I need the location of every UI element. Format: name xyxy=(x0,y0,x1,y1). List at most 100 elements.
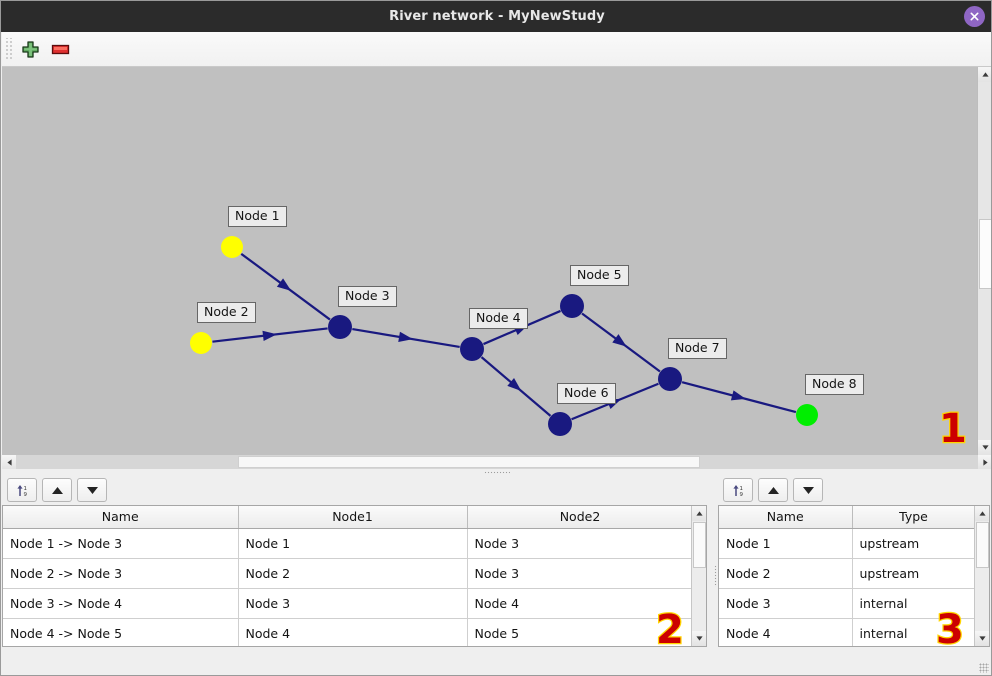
table-cell[interactable]: Node 2 -> Node 3 xyxy=(3,558,239,589)
column-header[interactable]: Node1 xyxy=(238,506,468,529)
svg-text:9: 9 xyxy=(23,492,27,498)
scroll-left-icon[interactable] xyxy=(2,455,16,469)
nodes-move-down-button[interactable] xyxy=(793,478,823,502)
vertical-splitter[interactable] xyxy=(713,475,718,675)
table-cell[interactable]: Node 1 xyxy=(238,528,468,559)
horizontal-splitter[interactable] xyxy=(2,469,991,475)
graph-node[interactable] xyxy=(460,337,484,361)
graph-node[interactable] xyxy=(560,294,584,318)
table-cell[interactable]: Node 3 xyxy=(238,588,468,619)
scroll-up-icon[interactable] xyxy=(975,506,989,521)
nodes-scroll-thumb[interactable] xyxy=(976,522,989,568)
caret-down-glyph xyxy=(979,636,986,641)
graph-node-label[interactable]: Node 1 xyxy=(228,206,287,227)
toolbar-drag-handle[interactable] xyxy=(4,38,13,60)
graph-node-label[interactable]: Node 5 xyxy=(570,265,629,286)
svg-text:1: 1 xyxy=(23,486,27,492)
graph-node[interactable] xyxy=(221,236,243,258)
canvas-horizontal-scroll-thumb[interactable] xyxy=(238,456,700,468)
nodes-move-up-button[interactable] xyxy=(758,478,788,502)
network-canvas-panel: Node 1 Node 2 Node 3 Node 4 Node 5 Node 6 Node… xyxy=(2,67,991,455)
main-toolbar xyxy=(2,32,991,67)
nodes-sort-button[interactable]: 1 9 xyxy=(723,478,753,502)
graph-node-label[interactable]: Node 6 xyxy=(557,383,616,404)
table-cell[interactable]: Node 5 xyxy=(467,618,694,646)
reaches-move-up-button[interactable] xyxy=(42,478,72,502)
column-header[interactable]: Node2 xyxy=(467,506,694,529)
table-cell[interactable]: Node 4 xyxy=(238,618,468,646)
edge-direction-arrow-icon xyxy=(276,278,292,291)
table-cell[interactable]: Node 4 xyxy=(719,618,853,646)
edge-direction-arrow-icon xyxy=(612,334,627,347)
window-title: River network - MyNewStudy xyxy=(389,9,605,24)
table-cell[interactable]: upstream xyxy=(852,558,976,589)
network-graph xyxy=(190,236,818,436)
arrow-up-icon xyxy=(51,486,63,494)
table-cell[interactable]: Node 3 -> Node 4 xyxy=(3,588,239,619)
table-cell[interactable]: internal xyxy=(852,618,976,646)
scroll-down-icon[interactable] xyxy=(975,631,989,646)
table-cell[interactable]: Node 4 xyxy=(467,588,694,619)
column-header[interactable]: Type xyxy=(852,506,976,529)
graph-node-label[interactable]: Node 2 xyxy=(197,302,256,323)
caret-right-glyph xyxy=(982,458,988,466)
edge-direction-arrow-icon xyxy=(730,390,746,401)
delete-node-button[interactable] xyxy=(46,35,74,63)
table-cell[interactable]: Node 3 xyxy=(467,558,694,589)
graph-node-label[interactable]: Node 8 xyxy=(805,374,864,395)
graph-node[interactable] xyxy=(548,412,572,436)
graph-node-label[interactable]: Node 7 xyxy=(668,338,727,359)
graph-node-label[interactable]: Node 3 xyxy=(338,286,397,307)
canvas-vertical-scrollbar[interactable] xyxy=(977,67,991,455)
scroll-right-icon[interactable] xyxy=(978,455,991,469)
table-cell[interactable]: Node 3 xyxy=(719,588,853,619)
graph-view[interactable]: Node 1 Node 2 Node 3 Node 4 Node 5 Node 6 Node… xyxy=(2,67,977,455)
graph-node[interactable] xyxy=(190,332,212,354)
scroll-up-icon[interactable] xyxy=(978,67,991,82)
scroll-down-icon[interactable] xyxy=(978,440,991,455)
table-cell[interactable]: Node 3 xyxy=(467,528,694,559)
canvas-horizontal-scrollbar[interactable] xyxy=(2,455,991,469)
edge-direction-arrow-icon xyxy=(398,331,413,342)
add-node-button[interactable] xyxy=(16,35,44,63)
graph-node[interactable] xyxy=(796,404,818,426)
nodes-table-scrollbar[interactable] xyxy=(974,506,989,646)
graph-node[interactable] xyxy=(658,367,682,391)
table-cell[interactable]: Node 2 xyxy=(719,558,853,589)
table-cell[interactable]: Node 2 xyxy=(238,558,468,589)
close-icon[interactable] xyxy=(964,6,985,27)
reaches-table-scrollbar[interactable] xyxy=(691,506,706,646)
canvas-vertical-scroll-thumb[interactable] xyxy=(979,219,991,289)
scroll-up-icon[interactable] xyxy=(692,506,706,521)
scroll-down-icon[interactable] xyxy=(692,631,706,646)
graph-node-label[interactable]: Node 4 xyxy=(469,308,528,329)
table-cell[interactable]: Node 4 -> Node 5 xyxy=(3,618,239,646)
table-cell[interactable]: upstream xyxy=(852,528,976,559)
reaches-move-down-button[interactable] xyxy=(77,478,107,502)
reaches-scroll-thumb[interactable] xyxy=(693,522,706,568)
column-header[interactable]: Name xyxy=(719,506,853,529)
graph-node[interactable] xyxy=(328,315,352,339)
table-cell[interactable]: Node 1 xyxy=(719,528,853,559)
window-resize-grip[interactable] xyxy=(979,663,989,673)
table-cell[interactable]: internal xyxy=(852,588,976,619)
column-header[interactable]: Name xyxy=(3,506,239,529)
reaches-sort-button[interactable]: 1 9 xyxy=(7,478,37,502)
red-rectangle-icon xyxy=(51,44,69,55)
svg-text:9: 9 xyxy=(739,492,743,498)
table-cell[interactable]: Node 1 -> Node 3 xyxy=(3,528,239,559)
